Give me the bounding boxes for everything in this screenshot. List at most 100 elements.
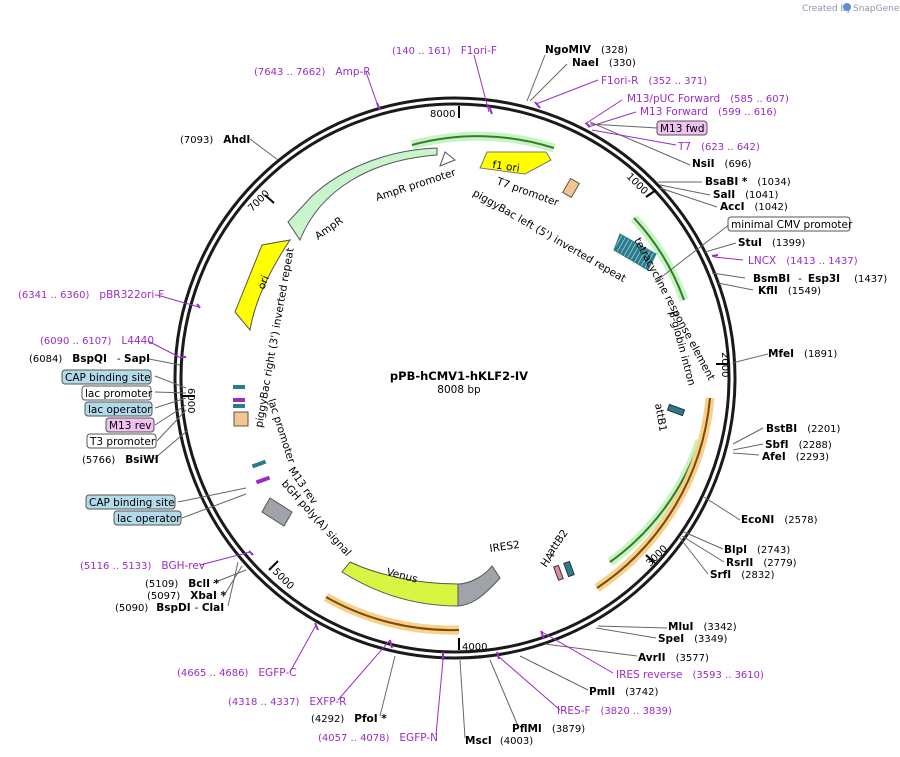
- enzyme-leaders: [148, 54, 769, 739]
- f1-ori-arrow: [479, 151, 552, 175]
- primer-amp-r: (7643 .. 7662)Amp-R: [254, 66, 371, 78]
- attb1-marker: [666, 403, 686, 417]
- site-mlui: MluI(3342): [668, 621, 737, 633]
- site-xbai: (5097)XbaI *: [147, 590, 227, 602]
- primer-m13-puc-forward: M13/pUC Forward(585 .. 607): [627, 93, 789, 105]
- site-bsiwi: (5766)BsiWI: [82, 454, 159, 466]
- primer-egfp-n: (4057 .. 4078)EGFP-N: [318, 732, 438, 744]
- site-stui: StuI(1399): [738, 237, 805, 249]
- primer-f1ori-f: (140 .. 161)F1ori-F: [392, 45, 497, 57]
- box-lac-promoter: lac promoter: [85, 388, 153, 400]
- primer-l4440: (6090 .. 6107)L4440: [40, 335, 154, 347]
- primer-leaders: [147, 54, 744, 736]
- box-cap-site-2: CAP binding site: [89, 497, 175, 509]
- box-m13-fwd: M13 fwd: [660, 123, 705, 135]
- site-srfi: SrfI(2832): [710, 569, 775, 581]
- site-avrii: AvrII(3577): [638, 652, 709, 664]
- ires2-arrow: [457, 565, 501, 607]
- site-sbfi: SbfI(2288): [765, 439, 832, 451]
- tick-4000: 4000: [462, 642, 487, 653]
- attb1-label: attB1: [652, 402, 669, 432]
- site-bspdi: (5090)BspDI- ClaI: [115, 602, 224, 614]
- site-bcli: (5109)BclI *: [145, 578, 220, 590]
- attb2-marker: [563, 560, 575, 578]
- lac-operator-markers: [233, 385, 271, 485]
- tick-1000: 1000: [624, 171, 650, 197]
- site-pfoi: (4292)PfoI *: [311, 713, 387, 725]
- t3-promoter-box: [233, 411, 249, 427]
- credit-prefix: Created by: [802, 4, 852, 14]
- boxed-labels: M13 fwd minimal CMV promoter CAP binding…: [61, 120, 853, 526]
- site-mfei: MfeI(1891): [768, 348, 837, 360]
- site-bsabi: BsaBI *(1034): [705, 176, 791, 188]
- ampr-promoter-arrow: [439, 151, 456, 167]
- lac-promoter-inner-label: lac promoter: [265, 397, 297, 465]
- venus-arrow: [341, 561, 459, 607]
- primer-exfp-r: (4318 .. 4337)EXFP-R: [228, 696, 346, 708]
- plasmid-size: 8008 bp: [437, 384, 481, 396]
- site-bsmbi: BsmBI-Esp3I(1437): [753, 273, 887, 285]
- ha-marker: [553, 564, 564, 581]
- tick-marks: [183, 106, 728, 650]
- box-lac-operator-1: lac operator: [88, 404, 152, 416]
- site-acci: AccI(1042): [720, 201, 788, 213]
- bgh-polya-box: [261, 497, 293, 527]
- primer-ires-f: IRES-F(3820 .. 3839): [557, 705, 672, 717]
- primer-ires-reverse: IRES reverse(3593 .. 3610): [616, 669, 764, 681]
- tick-7000: 7000: [246, 188, 272, 214]
- box-t3-promoter: T3 promoter: [89, 436, 156, 448]
- primer-t7: T7(623 .. 642): [677, 141, 760, 153]
- tre-block: [613, 233, 657, 271]
- snapgene-logo-icon: [843, 3, 851, 11]
- tick-8000: 8000: [430, 109, 455, 120]
- tet-response-label: tetracycline response element: [631, 236, 717, 383]
- site-pmli: PmlI(3742): [589, 686, 659, 698]
- box-minimal-cmv: minimal CMV promoter: [731, 219, 853, 231]
- plasmid-name: pPB-hCMV1-hKLF2-IV: [390, 369, 528, 383]
- backbone: [173, 96, 737, 660]
- site-sali: SalI(1041): [713, 189, 779, 201]
- plasmid-title: pPB-hCMV1-hKLF2-IV 8008 bp: [390, 369, 528, 396]
- primer-labels: (140 .. 161)F1ori-F F1ori-R(352 .. 371) …: [18, 45, 858, 744]
- primer-pbr322ori-f: (6341 .. 6360)pBR322ori-F: [18, 289, 164, 301]
- site-econi: EcoNI(2578): [741, 514, 818, 526]
- bgh-label: bGH poly(A) signal: [279, 478, 354, 559]
- box-cap-site-1: CAP binding site: [65, 372, 151, 384]
- site-ahdi: (7093)AhdI: [180, 134, 250, 146]
- restriction-sites: NgoMIV(328) NaeI(330) NsiI(696) BsaBI *(…: [29, 44, 887, 747]
- ori-arrow: [234, 239, 292, 332]
- ampr-arrow: [287, 147, 438, 242]
- tick-6000: 6000: [185, 388, 196, 413]
- t7-promoter-box: [561, 177, 581, 199]
- site-nsii: NsiI(696): [692, 158, 752, 170]
- site-spei: SpeI(3349): [658, 633, 727, 645]
- feature-highlights: [323, 131, 715, 635]
- ori-label: ori: [256, 274, 272, 291]
- site-rsrii: RsrII(2779): [726, 557, 797, 569]
- feature-arrows: [233, 147, 686, 607]
- site-kfli: KflI(1549): [758, 285, 821, 297]
- site-afei: AfeI(2293): [762, 451, 829, 463]
- box-m13-rev: M13 rev: [109, 420, 152, 432]
- primer-markers: [180, 101, 719, 660]
- ampr-promoter-label: AmpR promoter: [374, 166, 458, 203]
- box-lac-operator-2: lac operator: [117, 513, 181, 525]
- ires2-label: IRES2: [489, 539, 521, 555]
- tick-5000: 5000: [270, 566, 296, 592]
- site-msci: MscI(4003): [465, 735, 533, 747]
- snapgene-credit: Created by SnapGene: [802, 3, 900, 14]
- credit-brand: SnapGene: [853, 4, 900, 14]
- site-ngomiv: NgoMIV(328): [545, 44, 628, 56]
- site-bspqi: (6084)BspQI- SapI: [29, 353, 150, 365]
- ampr-label: AmpR: [313, 215, 346, 243]
- primer-f1ori-r: F1ori-R(352 .. 371): [601, 75, 707, 87]
- site-pflmi: PflMI(3879): [512, 723, 585, 735]
- site-blpi: BlpI(2743): [724, 544, 790, 556]
- site-naei: NaeI(330): [572, 57, 636, 69]
- f1-ori-label: f1 ori: [492, 159, 521, 175]
- primer-egfp-c: (4665 .. 4686)EGFP-C: [177, 667, 296, 679]
- primer-m13-forward: M13 Forward(599 .. 616): [640, 106, 777, 118]
- primer-lncx: LNCX(1413 .. 1437): [748, 255, 858, 267]
- site-bstbi: BstBI(2201): [766, 423, 841, 435]
